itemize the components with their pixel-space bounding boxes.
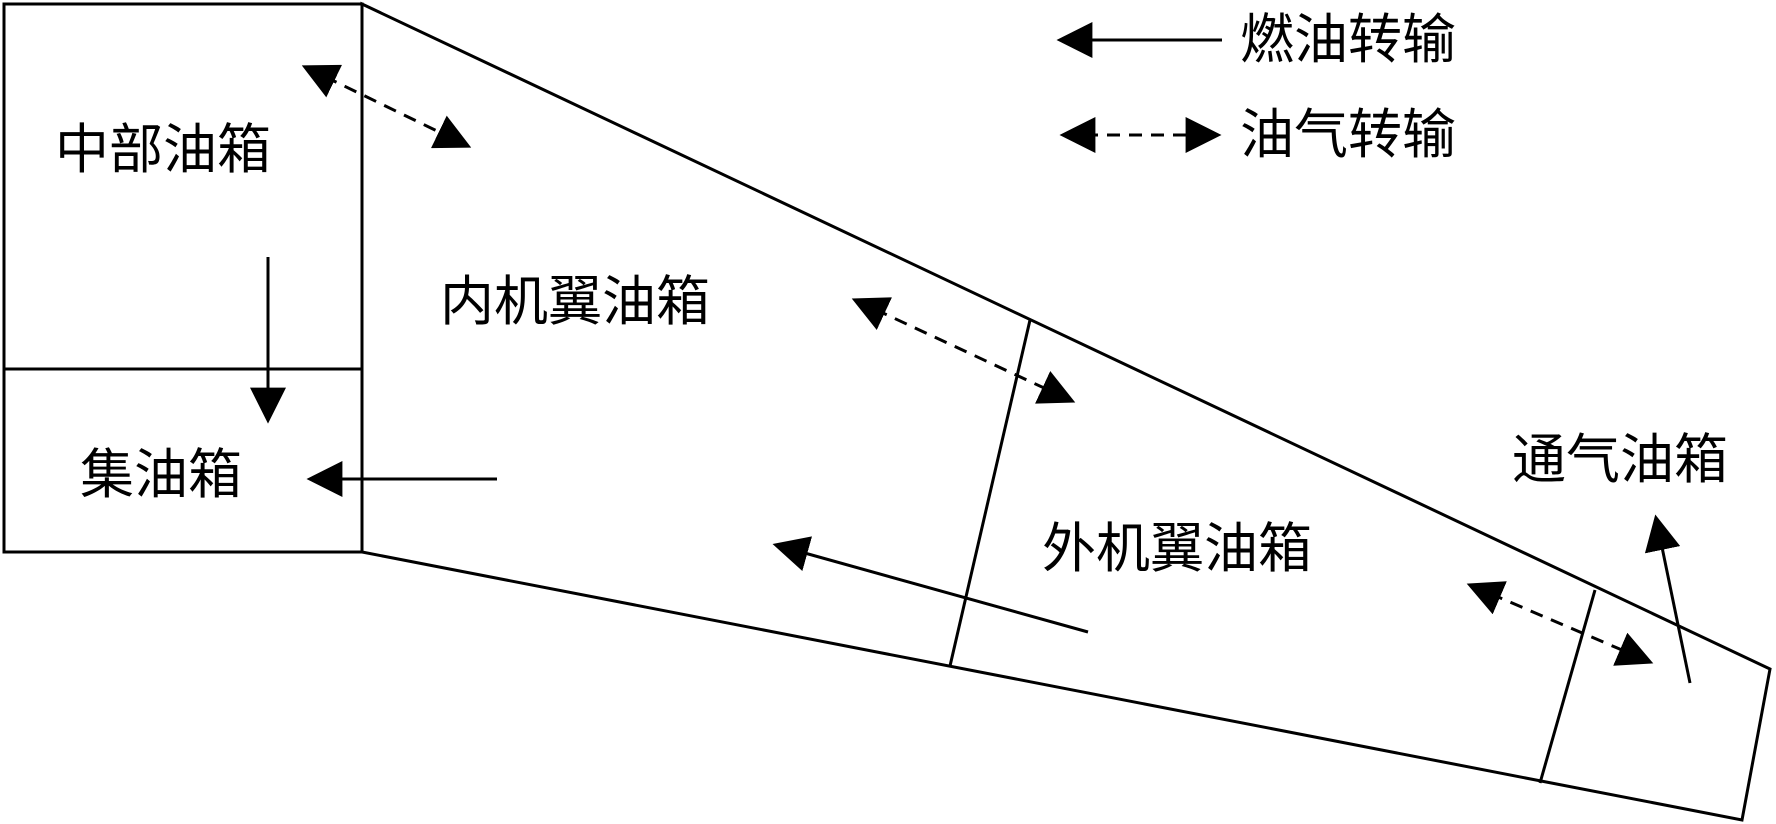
tank-labels: 中部油箱 集油箱 内机翼油箱 外机翼油箱 通气油箱 <box>55 118 1728 580</box>
legend: 燃油转输 油气转输 <box>1056 8 1456 166</box>
legend-vapor-label: 油气转输 <box>1240 103 1456 166</box>
center-tank-label: 中部油箱 <box>55 118 271 181</box>
vent-tank-label: 通气油箱 <box>1512 428 1728 491</box>
inner-outer-divider <box>948 319 1032 667</box>
legend-fuel-label: 燃油转输 <box>1240 8 1456 71</box>
outer-wing-tank-label: 外机翼油箱 <box>1042 517 1312 580</box>
wing-outline <box>360 1 1772 822</box>
collector-tank-label: 集油箱 <box>80 443 242 506</box>
outer-vent-vapor-arrow <box>1466 581 1654 666</box>
fuel-transfer-arrows <box>250 257 1692 684</box>
outer-to-inner-wing-arrow <box>772 536 1089 634</box>
vent-outflow-arrow <box>1644 514 1692 684</box>
inner-wing-tank-label: 内机翼油箱 <box>440 270 710 333</box>
inner-outer-vapor-arrow <box>851 297 1076 404</box>
center-inner-vapor-arrow <box>301 64 472 149</box>
outer-vent-divider <box>1538 589 1597 784</box>
vapor-transfer-arrows <box>301 64 1654 666</box>
